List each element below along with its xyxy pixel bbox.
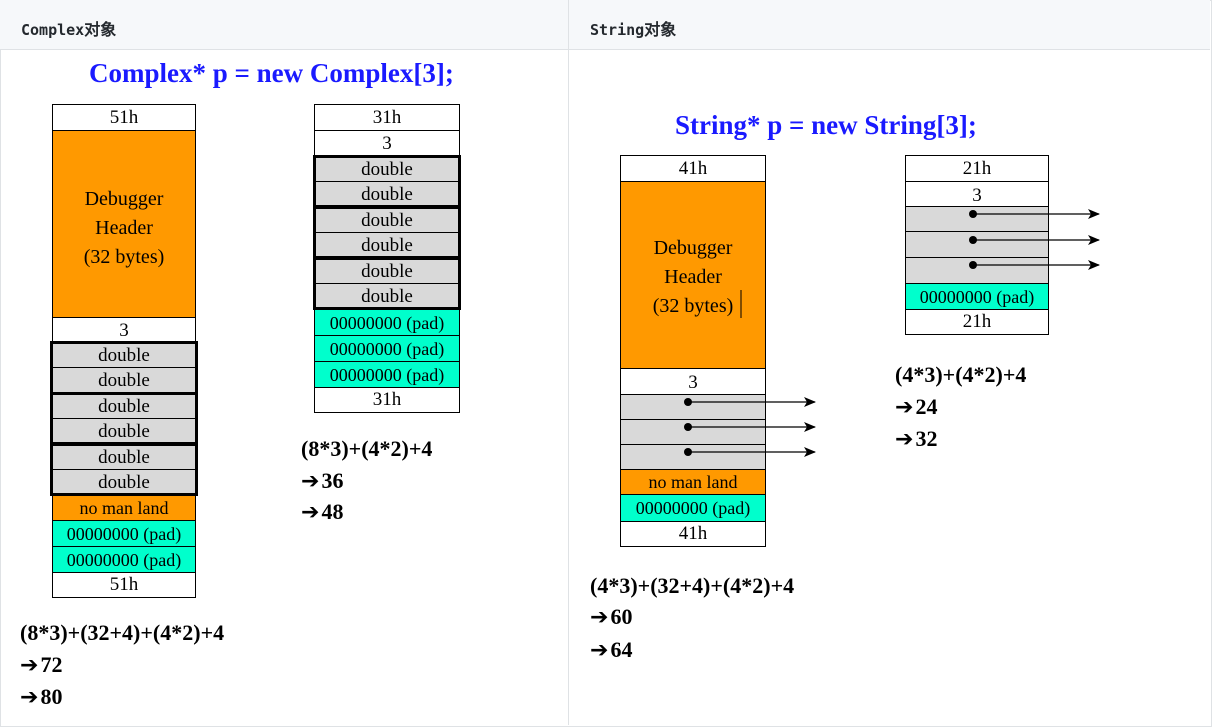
complex-debug-result: ➔72	[20, 652, 62, 678]
string-debug-pointer-slot	[620, 419, 766, 445]
complex-header-line-3: (32 bytes)	[83, 246, 165, 268]
complex-release-result-value: 48	[321, 499, 344, 524]
complex-no-man-land: no man land	[52, 495, 196, 521]
complex-release-pad: 00000000 (pad)	[314, 309, 460, 336]
complex-debug-pad: 00000000 (pad)	[52, 546, 196, 573]
string-release-array-count: 3	[905, 181, 1049, 207]
column-divider	[568, 50, 569, 725]
string-debug-result: ➔64	[590, 637, 632, 663]
complex-release-pad: 00000000 (pad)	[314, 361, 460, 388]
string-debug-result-value: 64	[610, 637, 633, 662]
string-debug-formula: (4*3)+(32+4)+(4*2)+4	[590, 573, 795, 598]
string-debug-result: ➔60	[590, 604, 632, 630]
complex-debugger-header: Debugger Header (32 bytes)	[52, 130, 196, 318]
column-header-string: String对象	[569, 0, 1210, 50]
complex-debug-bottom-cookie: 51h	[52, 572, 196, 598]
string-header-line-2: Header	[664, 266, 722, 288]
string-release-result-value: 32	[915, 426, 938, 451]
complex-debug-result-value: 80	[40, 684, 63, 709]
string-debug-top-cookie: 41h	[620, 155, 766, 182]
column-header-complex-label: Complex对象	[21, 16, 116, 40]
complex-release-top-cookie: 31h	[314, 104, 460, 131]
complex-debug-double: double	[52, 469, 196, 495]
complex-debug-array-count: 3	[52, 317, 196, 343]
string-release-result: ➔32	[895, 426, 937, 452]
string-debug-bottom-cookie: 41h	[620, 521, 766, 547]
string-release-result: ➔24	[895, 394, 937, 420]
string-header-line-1: Debugger	[653, 237, 733, 259]
right-arrow-icon: ➔	[301, 500, 320, 525]
complex-release-formula: (8*3)+(4*2)+4	[301, 436, 433, 461]
string-no-man-land: no man land	[620, 469, 766, 495]
string-statement: String* p = new String[3];	[675, 110, 977, 140]
complex-release-double: double	[314, 207, 460, 233]
complex-release-double: double	[314, 181, 460, 207]
string-release-bottom-cookie: 21h	[905, 309, 1049, 335]
complex-debug-formula: (8*3)+(32+4)+(4*2)+4	[20, 620, 225, 645]
complex-suffix-label: 对象	[84, 20, 117, 39]
string-code-label: String	[590, 21, 645, 39]
string-release-pad: 00000000 (pad)	[905, 283, 1049, 310]
complex-debug-result-value: 72	[40, 652, 63, 677]
right-arrow-icon: ➔	[895, 427, 914, 452]
string-debug-pointer-slot	[620, 444, 766, 470]
complex-header-line-2: Header	[95, 217, 153, 239]
string-debug-pad: 00000000 (pad)	[620, 494, 766, 522]
string-release-pointer-slot	[905, 206, 1049, 232]
complex-debug-top-cookie: 51h	[52, 104, 196, 131]
string-release-pointer-slot	[905, 231, 1049, 258]
complex-release-double: double	[314, 156, 460, 182]
column-header-complex: Complex对象	[0, 0, 569, 50]
complex-header-line-1: Debugger	[84, 188, 164, 210]
string-release-top-cookie: 21h	[905, 155, 1049, 182]
complex-debug-double: double	[52, 342, 196, 368]
complex-release-double: double	[314, 258, 460, 284]
complex-code-label: Complex	[21, 21, 85, 39]
complex-statement: Complex* p = new Complex[3];	[89, 58, 454, 88]
string-release-pointer-slot	[905, 257, 1049, 284]
right-arrow-icon: ➔	[20, 653, 39, 678]
complex-release-double: double	[314, 232, 460, 258]
string-release-formula: (4*3)+(4*2)+4	[895, 362, 1027, 387]
complex-debug-pad: 00000000 (pad)	[52, 520, 196, 547]
complex-debug-result: ➔80	[20, 684, 62, 710]
string-release-result-value: 24	[915, 394, 938, 419]
complex-release-result-value: 36	[321, 468, 344, 493]
complex-debug-double: double	[52, 418, 196, 444]
string-debug-pointer-slot	[620, 394, 766, 420]
right-arrow-icon: ➔	[20, 685, 39, 710]
right-arrow-icon: ➔	[895, 395, 914, 420]
right-arrow-icon: ➔	[301, 469, 320, 494]
complex-debug-double: double	[52, 367, 196, 393]
complex-debug-double: double	[52, 444, 196, 470]
string-suffix-label: 对象	[644, 20, 677, 39]
string-debugger-header: Debugger Header (32 bytes)	[620, 181, 766, 369]
string-debug-result-value: 60	[610, 604, 633, 629]
complex-release-bottom-cookie: 31h	[314, 387, 460, 413]
complex-release-array-count: 3	[314, 130, 460, 157]
string-debug-array-count: 3	[620, 368, 766, 395]
complex-debug-double: double	[52, 393, 196, 419]
complex-release-result: ➔36	[301, 468, 343, 494]
right-arrow-icon: ➔	[590, 638, 609, 663]
complex-release-double: double	[314, 283, 460, 309]
column-header-string-label: String对象	[590, 16, 676, 40]
right-arrow-icon: ➔	[590, 605, 609, 630]
complex-release-result: ➔48	[301, 499, 343, 525]
string-header-line-3: (32 bytes)	[652, 295, 734, 317]
complex-release-pad: 00000000 (pad)	[314, 335, 460, 362]
